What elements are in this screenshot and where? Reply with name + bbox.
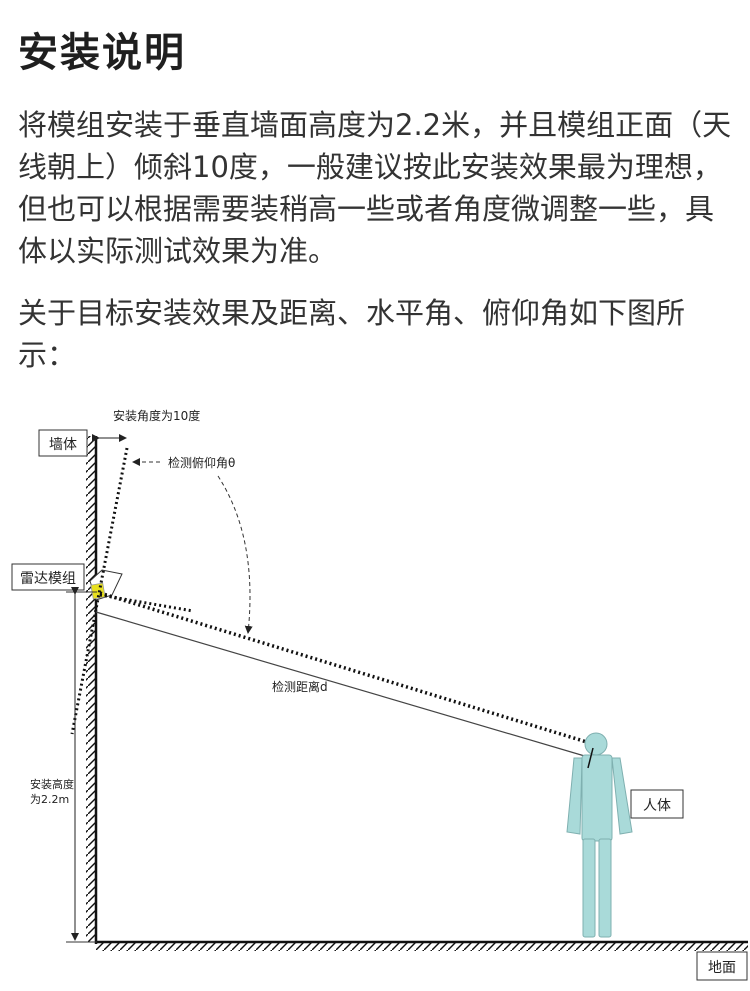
install-height-label-line2: 为2.2m — [30, 793, 69, 806]
diagram-intro: 关于目标安装效果及距离、水平角、俯仰角如下图所示： — [18, 296, 686, 372]
ground-label-box: 地面 — [696, 951, 748, 981]
module-tilt-axis — [70, 447, 129, 735]
install-angle-label: 安装角度为10度 — [113, 408, 200, 423]
pitch-angle-arc — [217, 475, 253, 634]
radar-module-label: 雷达模组 — [20, 571, 76, 587]
person-label-box: 人体 — [630, 789, 684, 819]
person-gaze-line — [587, 747, 594, 769]
installation-diagram: 墙体 安装角度为10度 雷达模组 检测俯仰角θ 检测距离d 安装高度 为2.2m — [11, 408, 748, 981]
distance-label: 检测距离d — [272, 679, 328, 694]
page-title: 安装说明 — [18, 30, 186, 76]
wall-label: 墙体 — [49, 437, 77, 453]
wall-label-box: 墙体 — [38, 429, 88, 457]
pitch-angle-label: 检测俯仰角θ — [168, 455, 235, 470]
detection-beam — [99, 591, 591, 745]
horizontal-reference-line — [95, 611, 589, 758]
install-description: 将模组安装于垂直墙面高度为2.2米，并且模组正面（天线朝上）倾斜10度，一般建议… — [18, 108, 732, 268]
person-figure — [566, 732, 633, 938]
radar-module-label-box: 雷达模组 — [11, 563, 85, 591]
ground-line — [96, 940, 748, 951]
install-height-label-line1: 安装高度 — [30, 777, 74, 791]
wall — [86, 436, 98, 944]
ground-label: 地面 — [708, 960, 736, 976]
module-normal-line — [99, 593, 194, 613]
height-dimension — [66, 587, 97, 943]
person-label: 人体 — [643, 798, 671, 814]
